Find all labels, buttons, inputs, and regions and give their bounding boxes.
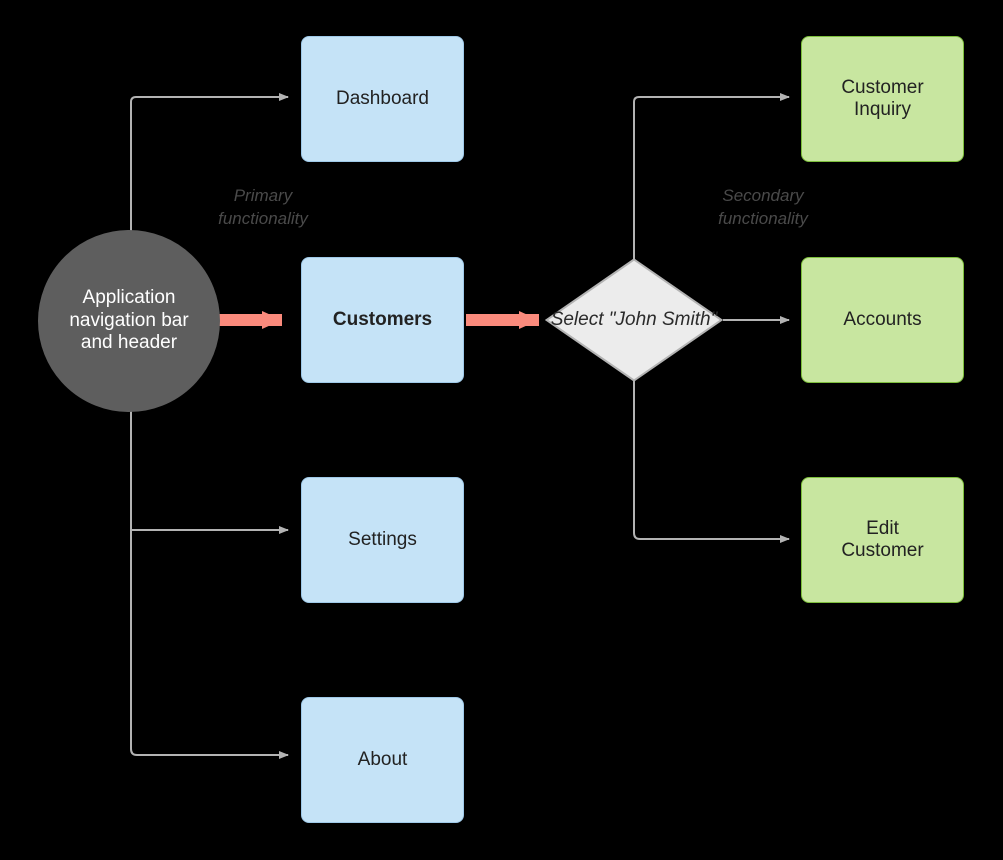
node-label-decision: Select "John Smith" [550, 308, 718, 330]
node-application-navigation-bar-and-header[interactable]: Application navigation bar and header [38, 230, 220, 412]
node-edit-customer[interactable]: Edit Customer [801, 477, 964, 603]
node-accounts[interactable]: Accounts [801, 257, 964, 383]
node-label-accounts: Accounts [843, 308, 922, 330]
edge-root-to-settings [130, 395, 289, 534]
node-label-root: Application navigation bar and header [69, 287, 189, 354]
node-decision-select-john-smith[interactable]: Select "John Smith" [545, 258, 723, 382]
node-label-customers: Customers [332, 308, 433, 330]
diamond-shape [545, 258, 723, 382]
edge-decision-to-edit-customer [633, 381, 790, 543]
node-about[interactable]: About [301, 697, 464, 823]
edge-label-primary-functionality: Primary functionality [218, 186, 308, 228]
node-settings[interactable]: Settings [301, 477, 464, 603]
node-label-about: About [357, 748, 408, 770]
node-dashboard[interactable]: Dashboard [301, 36, 464, 162]
node-label-dashboard: Dashboard [336, 87, 429, 109]
node-label-customer-inquiry: Customer Inquiry [841, 76, 924, 120]
edge-label-secondary-functionality: Secondary functionality [718, 186, 808, 228]
edge-root-to-dashboard [130, 93, 289, 255]
node-customers[interactable]: Customers [301, 257, 464, 383]
node-customer-inquiry[interactable]: Customer Inquiry [801, 36, 964, 162]
node-label-edit-customer: Edit Customer [841, 517, 924, 561]
node-label-settings: Settings [348, 528, 417, 550]
edge-root-to-about [130, 395, 289, 759]
edge-decision-to-customer-inquiry [633, 93, 790, 259]
